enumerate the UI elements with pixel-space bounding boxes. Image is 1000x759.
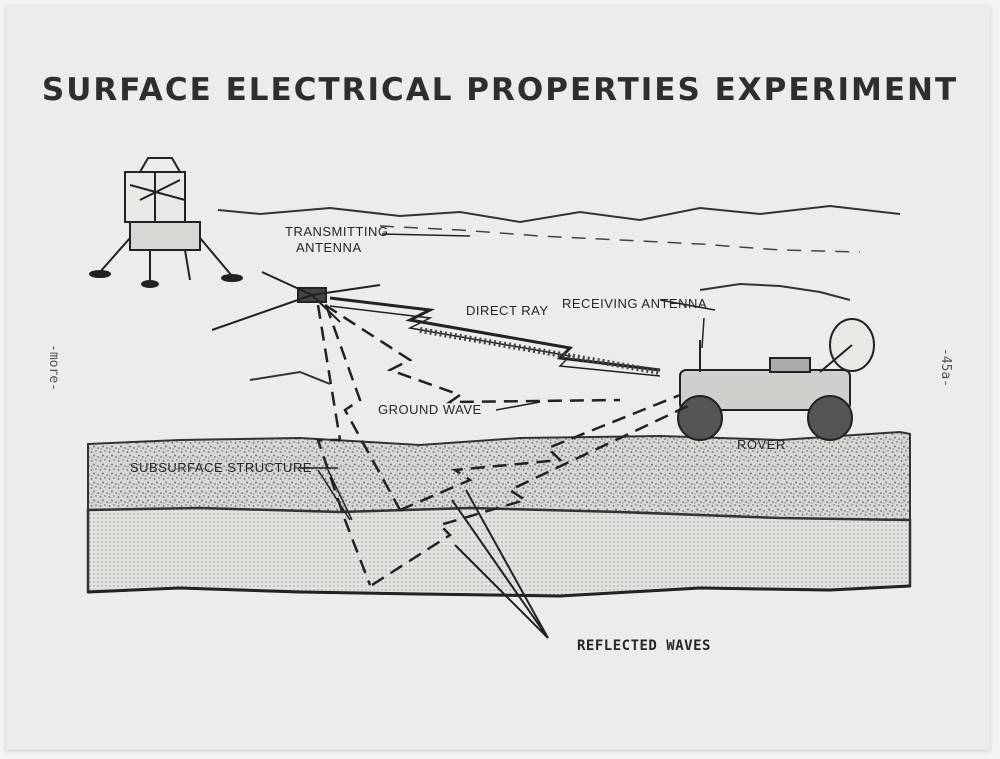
direct-ray [329,296,661,372]
bedrock-line [87,584,911,598]
label-ground-wave: GROUND WAVE [378,402,482,417]
surface-soil-layer [87,430,911,522]
label-direct-ray: DIRECT RAY [466,303,549,318]
horizon-ridge [217,204,901,224]
downgoing-wave-1 [316,304,372,586]
ground-wave [324,303,621,404]
reflected-wave-2 [371,403,691,587]
label-rover: ROVER [737,437,786,452]
lunar-module [89,157,243,288]
label-subsurface-structure: SUBSURFACE STRUCTURE [130,460,312,475]
lunar-rover [677,318,875,441]
label-reflected-waves: REFLECTED WAVES [577,638,711,654]
label-transmitting-antenna-line1: TRANSMITTING [285,224,389,239]
label-transmitting-antenna-line2: ANTENNA [296,240,362,255]
margin-text-right: -45a- [938,347,954,388]
label-receiving-antenna: RECEIVING ANTENNA [562,296,708,311]
diagram-title: SURFACE ELECTRICAL PROPERTIES EXPERIMENT [41,72,959,108]
subsurface-layer [86,506,912,598]
transmitting-antenna [211,271,381,331]
downgoing-wave-2 [324,304,402,511]
margin-text-left: -more- [45,344,61,391]
